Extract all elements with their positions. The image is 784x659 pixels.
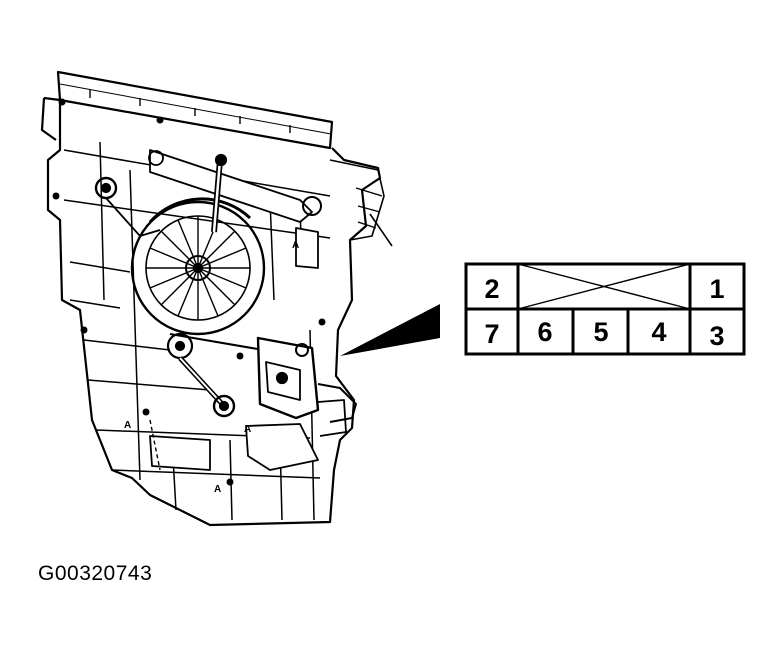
- pin-label: 1: [709, 274, 724, 304]
- pin-label: 2: [484, 274, 499, 304]
- figure-id: G00320743: [38, 562, 153, 585]
- mode-door-actuator: [256, 336, 357, 423]
- hvac-housing-drawing: [40, 70, 393, 527]
- part-marker: A: [292, 240, 299, 251]
- pin-label: 4: [651, 317, 666, 347]
- pin-label: 7: [484, 319, 499, 349]
- connector-face: 2 1 7 6 5 4 3: [464, 262, 746, 356]
- part-marker: A: [214, 484, 221, 495]
- pin-label: 6: [537, 317, 552, 347]
- pin-label: 3: [709, 321, 724, 351]
- part-marker: A: [124, 420, 131, 431]
- part-markers: A A A A: [124, 240, 299, 495]
- part-marker: A: [244, 424, 251, 435]
- blower-wheel: [130, 197, 266, 336]
- callout-pointer: [340, 304, 440, 356]
- pin-label: 5: [593, 317, 608, 347]
